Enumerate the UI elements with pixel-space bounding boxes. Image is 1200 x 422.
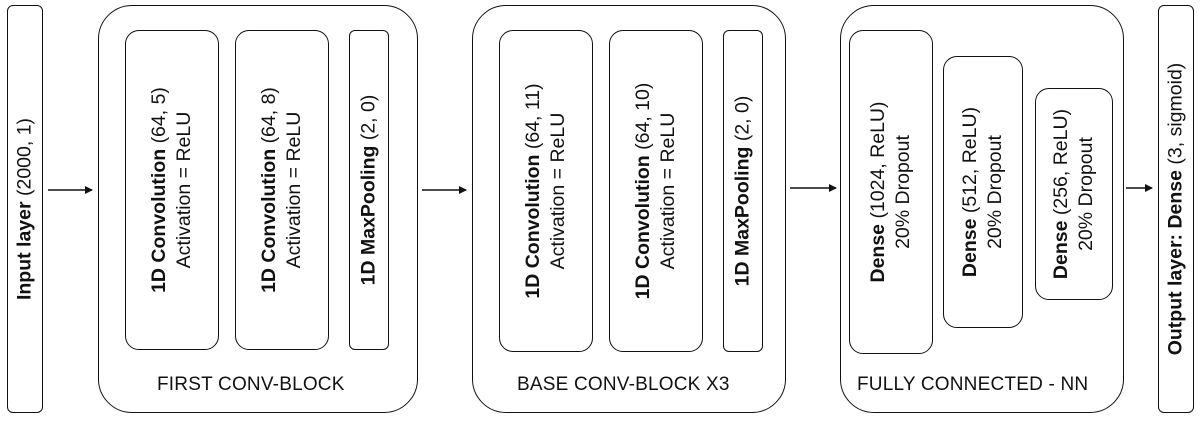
base-block-conv2-label: 1D Convolution (64, 10) Activation = ReL… (632, 82, 679, 300)
base-conv-block: 1D Convolution (64, 11) Activation = ReL… (472, 5, 786, 413)
fc-dense3-label: Dense (256, ReLU) 20% Dropout (1050, 108, 1097, 280)
output-layer-box: Output layer: Dense (3, sigmoid) (1158, 5, 1194, 413)
fc-dense1-box: Dense (1024, ReLU) 20% Dropout (849, 30, 933, 354)
fc-dense3-box: Dense (256, ReLU) 20% Dropout (1035, 88, 1113, 300)
fc-dense2-label: Dense (512, ReLU) 20% Dropout (959, 106, 1006, 278)
first-block-caption: FIRST CONV-BLOCK (157, 374, 345, 395)
first-block-conv2-label: 1D Convolution (64, 8) Activation = ReLU (258, 87, 305, 293)
base-block-conv1-label: 1D Convolution (64, 11) Activation = ReL… (522, 83, 569, 299)
base-block-conv1-box: 1D Convolution (64, 11) Activation = ReL… (499, 30, 593, 352)
base-block-conv2-box: 1D Convolution (64, 10) Activation = ReL… (609, 30, 703, 352)
base-block-caption: BASE CONV-BLOCK X3 (517, 374, 730, 395)
base-block-maxpool-label: 1D MaxPooling (2, 0) (731, 95, 754, 287)
first-block-maxpool-label: 1D MaxPooling (2, 0) (357, 94, 380, 286)
output-layer-label: Output layer: Dense (3, sigmoid) (1164, 62, 1187, 356)
fc-dense2-box: Dense (512, ReLU) 20% Dropout (943, 56, 1023, 328)
first-block-conv2-box: 1D Convolution (64, 8) Activation = ReLU (235, 30, 329, 350)
first-block-conv1-label: 1D Convolution (64, 5) Activation = ReLU (148, 87, 195, 293)
fully-connected-block: Dense (1024, ReLU) 20% Dropout Dense (51… (840, 5, 1124, 413)
base-block-maxpool-box: 1D MaxPooling (2, 0) (723, 30, 763, 352)
fc-dense1-label: Dense (1024, ReLU) 20% Dropout (867, 101, 914, 283)
input-layer-box: Input layer (2000, 1) (7, 5, 43, 413)
first-block-maxpool-box: 1D MaxPooling (2, 0) (349, 30, 389, 350)
fc-block-caption: FULLY CONNECTED - NN (857, 374, 1089, 395)
first-block-conv1-box: 1D Convolution (64, 5) Activation = ReLU (125, 30, 219, 350)
first-conv-block: 1D Convolution (64, 5) Activation = ReLU… (98, 5, 418, 413)
input-layer-label: Input layer (2000, 1) (13, 117, 36, 301)
